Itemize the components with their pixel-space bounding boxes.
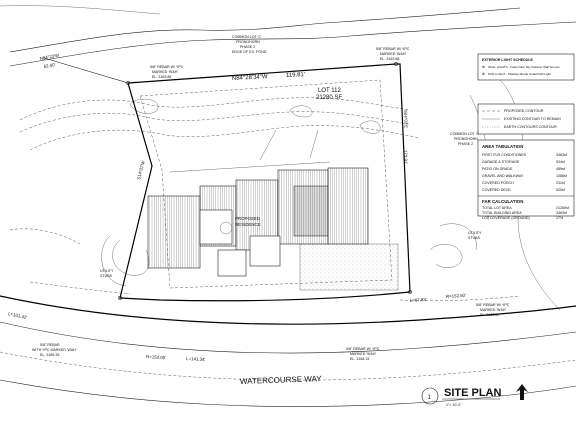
common-lot-right-2: PRONGHORN [454, 137, 478, 141]
rebar-top-1: 5/8" REBAR W/ YPC [376, 47, 410, 51]
north-arrow-icon [516, 384, 528, 400]
rebar-bottom-mid-1: 5/8" REBAR W/ YPC [346, 347, 380, 351]
exterior-item-text-1: WALL LIGHTS - False Dark Sky Outdoor Wal… [488, 65, 560, 69]
curve-length-left: L=141.34' [186, 356, 206, 362]
area-v-3: 1088sf [556, 174, 567, 178]
curve-length-bottom-left: L=101.42' [8, 311, 28, 320]
utility-left-1: UTILITY [100, 269, 114, 273]
common-lot-top-line2: PRONGHORN [236, 40, 260, 44]
area-k-3: GRAVEL AND WALKWAY [482, 174, 524, 178]
far-k-0: TOTAL LOT AREA [482, 206, 512, 210]
rebar-bottom-left-1: 5/8" REBAR [40, 343, 60, 347]
common-lot-top-line1: COMMON LOT 'C' [232, 35, 262, 39]
contour-item-2: EXISTING CONTOUR TO REMAIN [504, 117, 561, 121]
legend-panel: EXTERIOR LIGHT SCHEDULE ⊕ WALL LIGHTS - … [477, 53, 575, 220]
rebar-top-2: MARKED 'W&H' [380, 52, 406, 56]
lot-boundary [43, 57, 411, 302]
area-v-5: 520sf [556, 188, 565, 192]
rebar-bottom-right-2: MARKED 'W&H' [480, 308, 506, 312]
plan-number: 1 [428, 395, 432, 401]
rebar-top-3: EL. 3163.88 [380, 57, 399, 61]
edge-pond-label: EDGE OF EX. POND [232, 50, 267, 54]
area-k-1: GARAGE & STORAGE [482, 160, 520, 164]
area-k-5: COVERED DECK [482, 188, 511, 192]
far-v-1: 3463sf [556, 211, 567, 215]
exterior-item-sym-1: ⊕ [482, 65, 485, 69]
rebar-bottom-right-1: 5/8" REBAR W/ YPC [476, 303, 510, 307]
area-v-4: 232sf [556, 181, 565, 185]
bearing-left: S14°07'W [136, 159, 146, 180]
area-v-0: 3463sf [556, 153, 567, 157]
exterior-item-text-2: PATH LIGHT - Shadow Shade Small Path Lig… [488, 72, 551, 76]
utility-left-2: STUBS [100, 274, 113, 278]
bearing-top-len: 119.81' [286, 72, 305, 79]
curve-radius-right: R=152.50' [446, 293, 466, 299]
rebar-bottom-right-3: EL. 3165.82 [480, 313, 499, 317]
area-k-2: PATIO ON GRADE [482, 167, 513, 171]
plan-number-circle [421, 387, 439, 405]
rebar-markers [118, 62, 412, 300]
far-v-2: 17% [556, 216, 564, 220]
rebar-bottom-left-2: WITH YPC MARKED 'W&H' [32, 348, 77, 352]
area-tabulation-box [477, 139, 575, 217]
utility-right-1: UTILITY [468, 231, 482, 235]
bearing-top: N84°28'34"W [232, 74, 268, 82]
street-edges [0, 295, 576, 407]
street-name: WATERCOURSE WAY [240, 374, 323, 386]
common-lot-right-1: COMMON LOT 'C' [450, 132, 480, 136]
far-k-1: TOTAL BUILDING AREA [482, 211, 522, 215]
bearing-right: S04°02'E [403, 110, 409, 128]
plan-scale: 1"= 10'-0" [446, 403, 462, 407]
far-title: FAR CALCULATION [482, 199, 523, 204]
rebar-top-left-1: 5/8" REBAR W/ YPC [150, 65, 184, 69]
exterior-light-title: EXTERIOR LIGHT SCHEDULE [482, 58, 534, 62]
exterior-item-sym-2: ⊗ [482, 72, 485, 76]
exterior-light-box [477, 53, 575, 81]
area-v-1: 934sf [556, 160, 565, 164]
area-v-2: 489sf [556, 167, 565, 171]
proposed-2: RESIDENCE [235, 222, 261, 227]
proposed-1: PROPOSED [235, 216, 260, 221]
curve-radius-left: R=152.00' [146, 354, 166, 360]
pond-edge-lines [0, 5, 576, 67]
rebar-top-left-3: EL. 3163.88 [152, 75, 171, 79]
rebar-bottom-mid-3: EL. 3168.15 [350, 357, 369, 361]
bearing-right-len: 173.91' [403, 150, 409, 165]
plan-title: SITE PLAN [444, 387, 502, 399]
lot-area: 21280 SF [316, 95, 342, 101]
far-k-2: LOT COVERAGE (GROUND) [482, 216, 530, 220]
contour-item-1: PROPOSED CONTOUR [504, 109, 544, 113]
top-labels: COMMON LOT 'C' PRONGHORN PHASE 2 EDGE OF… [39, 35, 409, 101]
curve-length-right: L=67.83' [410, 297, 427, 303]
side-labels: COMMON LOT 'C' PRONGHORN PHASE 2 S04°02'… [100, 110, 482, 278]
far-v-0: 21280sf [556, 206, 569, 210]
rebar-bottom-left-3: EL. 3165.35 [40, 353, 59, 357]
common-lot-top-line3: PHASE 2 [240, 45, 255, 49]
lot-number: LOT 112 [318, 88, 341, 94]
utility-right-2: STUBS [468, 236, 481, 240]
rebar-bottom-mid-2: MARKED 'W&H' [350, 352, 376, 356]
area-k-0: FIRST FLR CONDITIONED [482, 153, 527, 157]
title-block: 1 SITE PLAN 1"= 10'-0" [421, 384, 528, 407]
area-title: AREA TABULATION [482, 144, 523, 149]
rebar-top-left-2: MARKED 'W&H' [152, 70, 178, 74]
contour-item-3: EARTH CONTOURS CONTOUR [504, 125, 557, 129]
proposed-residence [147, 129, 399, 291]
bearing-top-left: N84°23'W [39, 52, 60, 60]
bearing-top-left-len: 62.00' [43, 62, 56, 69]
common-lot-right-3: PHASE 2 [458, 142, 473, 146]
area-k-4: COVERED PORCH [482, 181, 514, 185]
bottom-labels: 5/8" REBAR WITH YPC MARKED 'W&H' EL. 316… [8, 293, 510, 386]
